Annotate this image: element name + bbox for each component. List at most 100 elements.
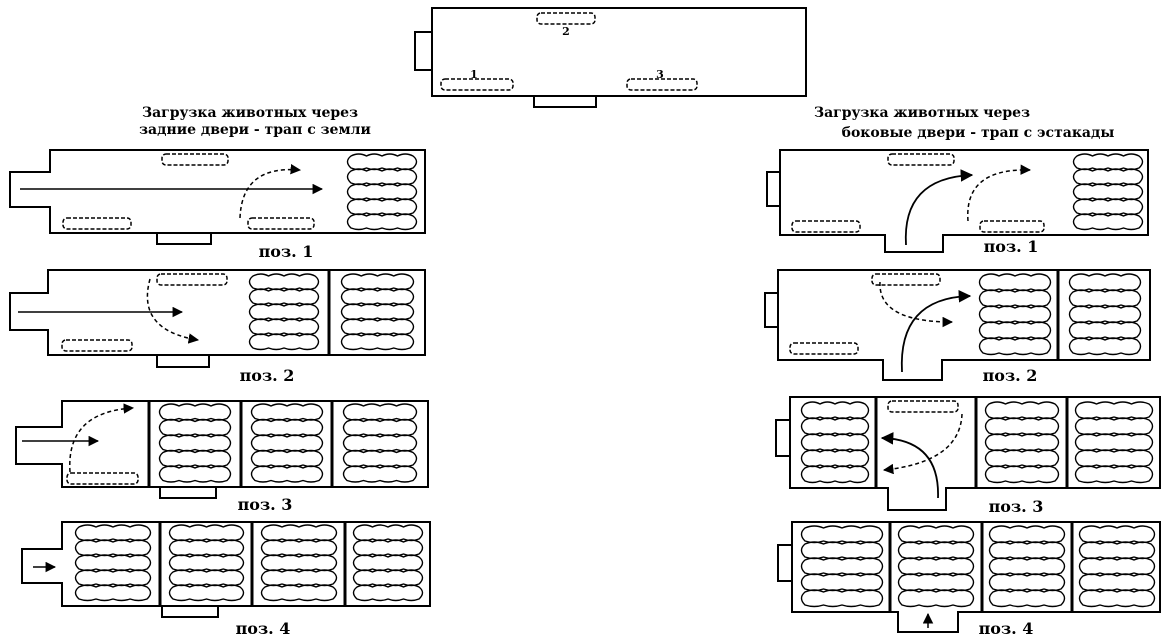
- animal-outline: [800, 557, 884, 576]
- animal-outline: [158, 465, 232, 483]
- right-pos-1-dashed-arrow: [967, 164, 1032, 222]
- left-pos-3-feeder-1: [66, 472, 139, 485]
- animal-outline: [168, 569, 245, 587]
- animal-outline: [800, 401, 870, 420]
- left-pos-4-label: поз. 4: [236, 619, 291, 638]
- left-pos-4-animal-pen-b: [168, 524, 245, 602]
- animal-outline: [260, 524, 338, 542]
- right-pos-3-label: поз. 3: [989, 497, 1044, 516]
- animal-outline: [346, 183, 418, 201]
- animal-outline: [984, 449, 1060, 468]
- animal-outline: [1072, 213, 1144, 231]
- animal-outline: [988, 573, 1066, 592]
- animal-outline: [248, 273, 320, 291]
- left-pos-4-animal-pen-c: [260, 524, 338, 602]
- top-plan-side-door: [533, 95, 597, 108]
- right-pos-1-feeder-2: [887, 153, 955, 166]
- left-pos-2-feeder-1: [61, 339, 133, 352]
- left-pos-2-side-door: [156, 354, 210, 368]
- feeder-label-3: 3: [656, 68, 664, 81]
- animal-outline: [1078, 525, 1156, 544]
- right-pos-1-label: поз. 1: [984, 237, 1039, 256]
- animal-outline: [158, 434, 232, 452]
- animal-outline: [897, 541, 975, 560]
- animal-outline: [800, 525, 884, 544]
- right-pos-1: поз. 1: [766, 149, 1149, 256]
- left-pos-1-feeder-3: [247, 217, 315, 230]
- animal-outline: [352, 569, 424, 587]
- animal-outline: [260, 584, 338, 602]
- right-pos-3-loading-arrow: [880, 432, 939, 499]
- right-pos-3: поз. 3: [775, 396, 1161, 516]
- animal-outline: [250, 434, 324, 452]
- animal-outline: [74, 524, 152, 542]
- animal-outline: [158, 449, 232, 468]
- left-pos-3-label: поз. 3: [238, 495, 293, 514]
- right-pos-1-loading-arrow: [904, 169, 974, 246]
- left-pos-1-body: [9, 149, 426, 234]
- animal-outline: [260, 539, 338, 557]
- animal-outline: [168, 584, 245, 602]
- left-pos-3-body: [15, 400, 429, 488]
- left-pos-3-side-door: [159, 486, 217, 499]
- animal-outline: [346, 153, 418, 171]
- left-pos-2-animal-pen-a: [248, 273, 320, 351]
- animal-outline: [800, 449, 870, 468]
- animal-outline: [897, 525, 975, 544]
- left-pos-4-body: [21, 521, 431, 607]
- animal-outline: [1072, 198, 1144, 216]
- right-pos-2-feeder-2: [871, 273, 941, 286]
- animal-outline: [1074, 449, 1154, 468]
- animal-outline: [352, 539, 424, 557]
- animal-outline: [897, 573, 975, 592]
- right-pos-4-animal-pen-d: [1078, 525, 1156, 608]
- animal-outline: [342, 465, 418, 483]
- left-pos-4: поз. 4: [21, 521, 431, 638]
- feeder-2: [536, 12, 596, 25]
- left-pos-3-animal-pen-b: [250, 403, 324, 483]
- animal-outline: [342, 449, 418, 468]
- animal-outline: [340, 303, 415, 321]
- left-pos-4-animal-pen-a: [74, 524, 152, 602]
- animal-outline: [352, 524, 424, 542]
- animal-outline: [984, 433, 1060, 452]
- right-pos-4-animal-pen-c: [988, 525, 1066, 608]
- right-pos-3-animal-pen-a: [800, 401, 870, 484]
- animal-outline: [260, 569, 338, 587]
- right-pos-2-animal-pen-a: [978, 273, 1052, 356]
- left-caption-line2: задние двери - трап с земли: [139, 122, 371, 138]
- animal-outline: [1068, 321, 1142, 340]
- right-pos-1-feeder-3: [979, 220, 1045, 233]
- right-pos-1-rear-door: [766, 171, 781, 207]
- left-pos-3-dashed-arrow: [69, 403, 135, 473]
- animal-outline: [1072, 183, 1144, 201]
- left-pos-1-side-door: [156, 232, 212, 245]
- animal-outline: [800, 589, 884, 608]
- animal-outline: [800, 465, 870, 484]
- animal-outline: [346, 213, 418, 231]
- animal-outline: [897, 589, 975, 608]
- animal-outline: [988, 541, 1066, 560]
- left-pos-4-side-door: [161, 605, 219, 618]
- animal-outline: [352, 554, 424, 572]
- right-pos-4-animal-pen-a: [800, 525, 884, 608]
- animal-outline: [1074, 465, 1154, 484]
- animal-outline: [250, 449, 324, 468]
- animal-outline: [340, 288, 415, 306]
- right-pos-3-rear-door: [775, 419, 791, 457]
- animal-outline: [978, 321, 1052, 340]
- right-pos-1-body: [779, 149, 1149, 253]
- animal-outline: [1074, 433, 1154, 452]
- animal-outline: [984, 417, 1060, 436]
- right-pos-3-animal-pen-b: [984, 401, 1060, 484]
- right-pos-4-rear-door: [777, 544, 793, 582]
- left-pos-2-feeder-2: [156, 273, 228, 286]
- animal-outline: [168, 539, 245, 557]
- right-pos-3-animal-pen-c: [1074, 401, 1154, 484]
- left-pos-4-animal-pen-d: [352, 524, 424, 602]
- animal-outline: [1072, 153, 1144, 171]
- left-pos-2-body: [9, 269, 426, 356]
- left-pos-1-animal-pen: [346, 153, 418, 231]
- animal-outline: [800, 541, 884, 560]
- animal-outline: [168, 554, 245, 572]
